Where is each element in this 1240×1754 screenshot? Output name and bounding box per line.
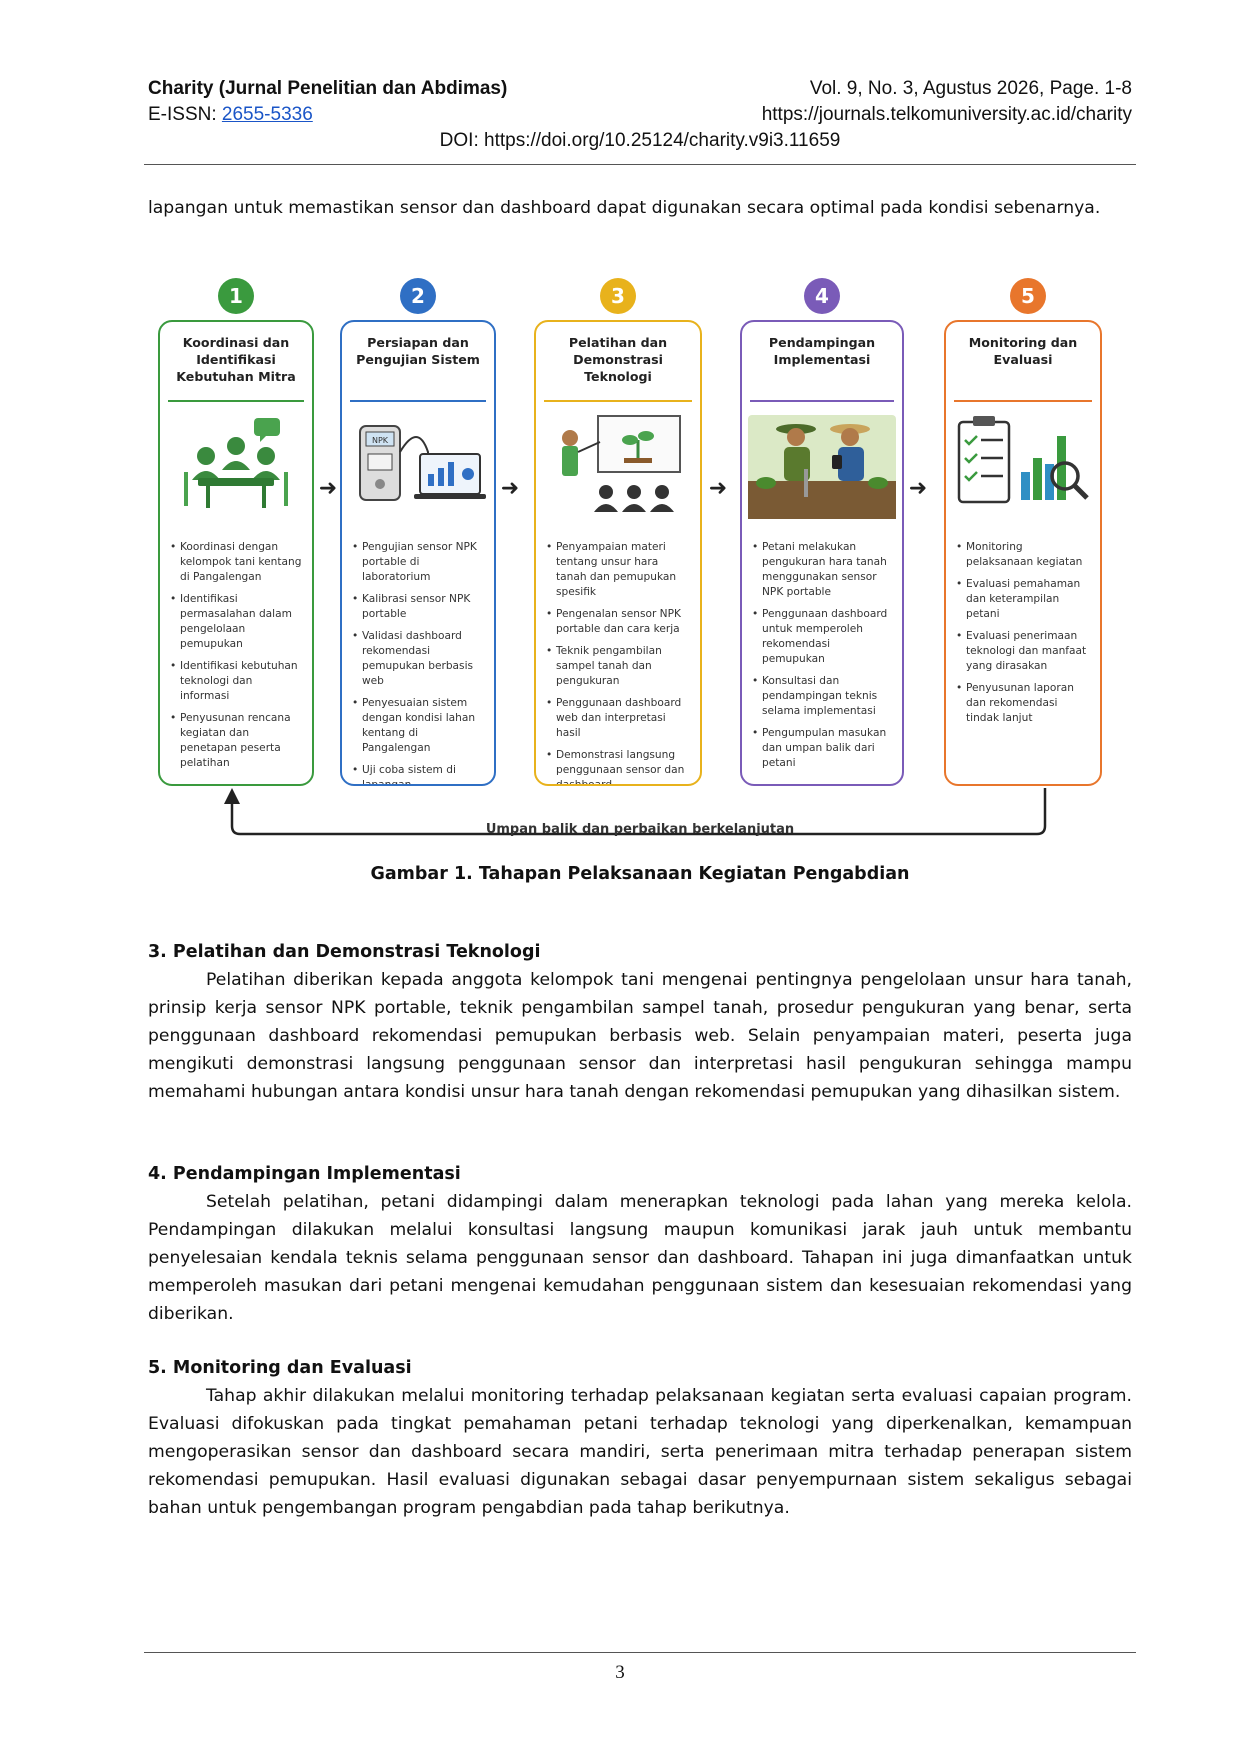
section-paragraph: Setelah pelatihan, petani didampingi dal… (148, 1192, 1132, 1324)
list-item: Validasi dashboard rekomendasi pemupukan… (352, 629, 486, 689)
step-1-number: 1 (218, 278, 254, 314)
list-item: Penggunaan dashboard untuk memperoleh re… (752, 607, 894, 667)
step-4-divider (750, 400, 894, 402)
feedback-label: Umpan balik dan perbaikan berkelanjutan (485, 822, 795, 837)
eissn: E-ISSN: 2655-5336 (148, 102, 313, 128)
list-item: Kalibrasi sensor NPK portable (352, 592, 486, 622)
checklist-chart-icon (946, 402, 1100, 532)
step-2-number: 2 (400, 278, 436, 314)
step-1-bullets: Koordinasi dengan kelompok tani kentang … (160, 532, 312, 771)
list-item: Pengumpulan masukan dan umpan balik dari… (752, 726, 894, 771)
volume-info: Vol. 9, No. 3, Agustus 2026, Page. 1-8 (809, 78, 1132, 99)
list-item: Pengenalan sensor NPK portable dan cara … (546, 607, 692, 637)
list-item: Identifikasi permasalahan dalam pengelol… (170, 592, 304, 652)
step-3-card: Pelatihan dan Demonstrasi Teknologi (534, 320, 702, 786)
farmers-field-icon (742, 402, 902, 532)
step-3-number: 3 (600, 278, 636, 314)
figure-caption: Gambar 1. Tahapan Pelaksanaan Kegiatan P… (370, 864, 910, 884)
list-item: Uji coba sistem di lapangan (352, 763, 486, 784)
step-5-title: Monitoring dan Evaluasi (968, 335, 1078, 367)
list-item: Penyusunan rencana kegiatan dan penetapa… (170, 711, 304, 771)
step-4-title: Pendampingan Implementasi (768, 335, 876, 367)
journal-url: https://journals.telkomuniversity.ac.id/… (761, 104, 1132, 125)
list-item: Konsultasi dan pendampingan teknis selam… (752, 674, 894, 719)
meeting-icon (160, 402, 312, 532)
list-item: Identifikasi kebutuhan teknologi dan inf… (170, 659, 304, 704)
intro-paragraph: lapangan untuk memastikan sensor dan das… (148, 198, 1101, 218)
step-5-number: 5 (1010, 278, 1046, 314)
arrow-right-icon: ➜ (708, 475, 728, 500)
step-1-title: Koordinasi dan Identifikasi Kebutuhan Mi… (176, 335, 296, 384)
figure-1: 1 Koordinasi dan Identifikasi Kebutuhan … (150, 278, 1130, 854)
list-item: Penggunaan dashboard web dan interpretas… (546, 696, 692, 741)
step-4-bullets: Petani melakukan pengukuran hara tanah m… (742, 532, 902, 771)
eissn-link[interactable]: 2655-5336 (221, 104, 313, 125)
section-5: 5. Monitoring dan Evaluasi Tahap akhir d… (148, 1354, 1132, 1522)
section-heading: 5. Monitoring dan Evaluasi (148, 1358, 412, 1378)
step-1-divider (168, 400, 304, 402)
list-item: Monitoring pelaksanaan kegiatan (956, 540, 1092, 570)
footer-rule (144, 1652, 1136, 1653)
step-1-card: Koordinasi dan Identifikasi Kebutuhan Mi… (158, 320, 314, 786)
doi: DOI: https://doi.org/10.25124/charity.v9… (439, 130, 841, 151)
section-heading: 3. Pelatihan dan Demonstrasi Teknologi (148, 942, 541, 962)
list-item: Demonstrasi langsung penggunaan sensor d… (546, 748, 692, 784)
step-5-card: Monitoring dan Evaluasi Monitoring (944, 320, 1102, 786)
list-item: Pengujian sensor NPK portable di laborat… (352, 540, 486, 585)
step-2-title: Persiapan dan Pengujian Sistem (356, 335, 480, 367)
page-number: 3 (615, 1662, 625, 1683)
step-3-divider (544, 400, 692, 402)
step-2-bullets: Pengujian sensor NPK portable di laborat… (342, 532, 494, 784)
section-paragraph: Pelatihan diberikan kepada anggota kelom… (148, 970, 1132, 1102)
arrow-right-icon: ➜ (500, 475, 520, 500)
list-item: Evaluasi penerimaan teknologi dan manfaa… (956, 629, 1092, 674)
step-2-card: Persiapan dan Pengujian Sistem NPK Pengu… (340, 320, 496, 786)
step-3-bullets: Penyampaian materi tentang unsur hara ta… (536, 532, 700, 784)
step-2-divider (350, 400, 486, 402)
arrow-right-icon: ➜ (908, 475, 928, 500)
list-item: Koordinasi dengan kelompok tani kentang … (170, 540, 304, 585)
list-item: Penyesuaian sistem dengan kondisi lahan … (352, 696, 486, 756)
sensor-laptop-icon: NPK (342, 402, 494, 532)
list-item: Evaluasi pemahaman dan keterampilan peta… (956, 577, 1092, 622)
list-item: Teknik pengambilan sampel tanah dan peng… (546, 644, 692, 689)
step-5-bullets: Monitoring pelaksanaan kegiatan Evaluasi… (946, 532, 1100, 726)
running-header: Charity (Jurnal Penelitian dan Abdimas) … (148, 76, 1132, 154)
step-4-number: 4 (804, 278, 840, 314)
training-icon (536, 402, 700, 532)
list-item: Petani melakukan pengukuran hara tanah m… (752, 540, 894, 600)
section-3: 3. Pelatihan dan Demonstrasi Teknologi P… (148, 938, 1132, 1106)
header-rule (144, 164, 1136, 165)
list-item: Penyampaian materi tentang unsur hara ta… (546, 540, 692, 600)
step-4-card: Pendampingan Implementasi Petani melakuk… (740, 320, 904, 786)
step-3-title: Pelatihan dan Demonstrasi Teknologi (568, 335, 668, 384)
section-heading: 4. Pendampingan Implementasi (148, 1164, 461, 1184)
arrow-right-icon: ➜ (318, 475, 338, 500)
eissn-label: E-ISSN: (148, 104, 222, 125)
sensor-label: NPK (372, 436, 389, 445)
journal-title: Charity (Jurnal Penelitian dan Abdimas) (148, 78, 508, 99)
step-5-divider (954, 400, 1092, 402)
section-4: 4. Pendampingan Implementasi Setelah pel… (148, 1160, 1132, 1328)
list-item: Penyusunan laporan dan rekomendasi tinda… (956, 681, 1092, 726)
section-paragraph: Tahap akhir dilakukan melalui monitoring… (148, 1386, 1132, 1518)
